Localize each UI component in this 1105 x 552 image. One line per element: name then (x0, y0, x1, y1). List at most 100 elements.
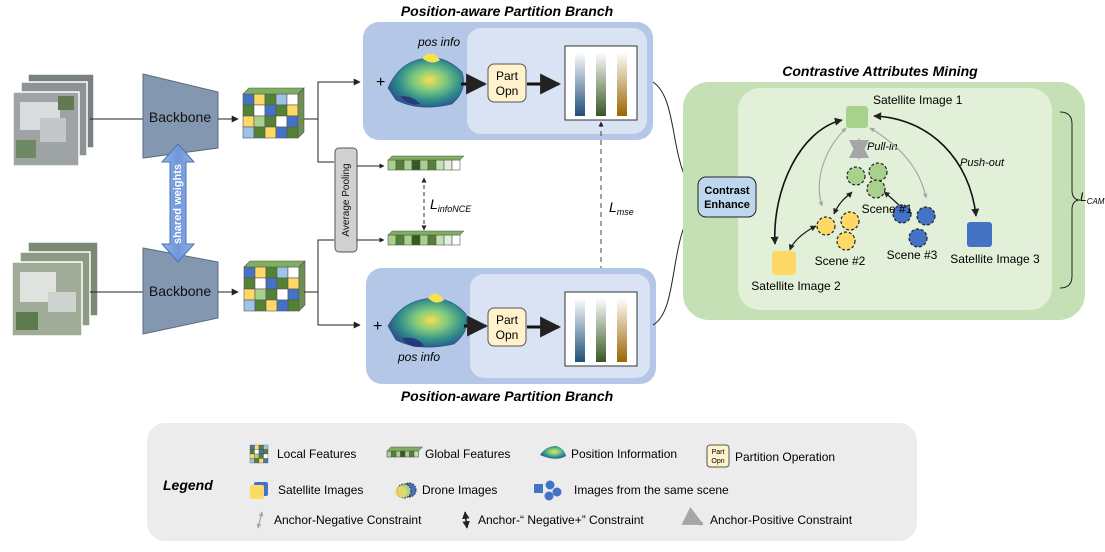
feature-side-face (297, 87, 305, 139)
drone-image-dot (892, 204, 912, 224)
legend-feature-cell (263, 458, 269, 464)
legend-feature-cell (249, 458, 255, 464)
global-feature-top-face (386, 446, 424, 452)
feature-cell (253, 115, 266, 128)
feature-cell (253, 126, 266, 139)
feature-cell (254, 277, 267, 290)
legend-position-icon (540, 446, 566, 459)
feature-cell (242, 93, 255, 106)
global-feature-cell (386, 450, 392, 458)
global-feature-cell (391, 450, 397, 458)
svg-text:Backbone: Backbone (149, 109, 211, 125)
drone-image-dot (840, 211, 860, 231)
global-feature-cell (443, 159, 453, 171)
svg-text:Opn: Opn (496, 84, 519, 98)
satellite-2-square (772, 251, 796, 275)
legend-anchor-positive: Anchor-Positive Constraint (710, 513, 853, 527)
legend-anchor-negative-plus: Anchor-“ Negative+” Constraint (478, 513, 644, 527)
feature-cell (275, 126, 288, 139)
legend-feature-cell (263, 453, 269, 459)
satellite-2-label: Satellite Image 2 (751, 279, 841, 293)
global-feature-cell (409, 450, 415, 458)
legend-satellite-images: Satellite Images (278, 483, 363, 497)
global-feature-top-face (387, 155, 465, 161)
global-feature-top-face (387, 230, 465, 236)
svg-text:Backbone: Backbone (149, 283, 211, 299)
backbone-bottom: Backbone (142, 247, 219, 335)
loss-infonce-label: LinfoNCE (430, 196, 472, 214)
svg-text:Part: Part (712, 449, 725, 456)
loss-mse-label: Lmse (609, 199, 634, 217)
legend-feature-cell (263, 444, 269, 450)
feature-cell (243, 299, 256, 312)
legend-feature-cell (249, 444, 255, 450)
global-feature-cell (427, 234, 437, 246)
branch-bottom-plus: + (373, 318, 382, 335)
feature-cell (264, 93, 277, 106)
global-features-bar-bottom (387, 230, 465, 246)
partition-bars-bottom (564, 291, 638, 367)
drone-image-stack (12, 73, 95, 167)
local-features-grid-top (242, 87, 305, 139)
legend-feature-cell (254, 444, 260, 450)
drone-image-dot (816, 216, 836, 236)
satellite-3-label: Satellite Image 3 (950, 252, 1040, 266)
branch-top-plus: + (376, 74, 385, 91)
svg-text:Part: Part (496, 69, 519, 83)
global-feature-cell (413, 450, 419, 458)
legend-drone-images: Drone Images (422, 483, 497, 497)
legend-same-scene-icon (534, 480, 562, 501)
position-surface-bottom (387, 293, 468, 348)
global-feature-cell (451, 159, 461, 171)
svg-text:Enhance: Enhance (704, 199, 750, 211)
legend-feature-cell (254, 453, 260, 459)
feature-cell (242, 115, 255, 128)
legend-same-scene: Images from the same scene (574, 483, 729, 497)
feature-cell (264, 126, 277, 139)
legend-satellite-icon (250, 482, 268, 499)
branch-bottom-title: Position-aware Partition Branch (401, 388, 613, 404)
svg-text:Contrast: Contrast (704, 185, 750, 197)
legend-feature-cell (254, 449, 260, 455)
feature-cell (264, 104, 277, 117)
feature-cell (253, 104, 266, 117)
local-features-grid-bottom (243, 260, 306, 312)
scene-3-cluster (892, 204, 936, 248)
grid-connectors (304, 78, 361, 329)
scene-3-label: Scene #3 (887, 248, 938, 262)
global-feature-cell (435, 234, 445, 246)
svg-text:Opn: Opn (711, 458, 724, 465)
legend-feature-cell (258, 449, 264, 455)
drone-image-dot (916, 206, 936, 226)
legend-local-features-icon (249, 444, 269, 464)
feature-cell (287, 288, 300, 301)
feature-cell (243, 277, 256, 290)
pull-in-label: Pull-in (867, 141, 898, 153)
feature-cell (243, 266, 256, 279)
feature-cell (265, 299, 278, 312)
feature-cell (275, 104, 288, 117)
feature-cell (254, 266, 267, 279)
feature-cell (287, 299, 300, 312)
drone-image-dot (908, 228, 928, 248)
legend-partition-icon: Part Opn (706, 444, 730, 468)
global-features-bar-top (387, 155, 465, 171)
legend-feature-cell (258, 444, 264, 450)
satellite-3-square (967, 222, 992, 247)
part-op-bottom: Part Opn (487, 307, 527, 347)
feature-cell (286, 115, 299, 128)
legend-anchor-positive-icon (681, 507, 704, 526)
global-feature-cell (443, 234, 453, 246)
global-feature-cell (411, 159, 421, 171)
feature-side-face (298, 260, 306, 312)
legend-drone-icon (395, 482, 417, 499)
partition-bars-top (564, 45, 638, 121)
feature-cell (287, 277, 300, 290)
global-feature-cell (427, 159, 437, 171)
feature-cell (286, 93, 299, 106)
scene-link-left (833, 191, 853, 215)
negative-plus-arc-right (873, 112, 980, 217)
scene2-to-sat2 (788, 225, 817, 251)
global-feature-cell (395, 450, 401, 458)
